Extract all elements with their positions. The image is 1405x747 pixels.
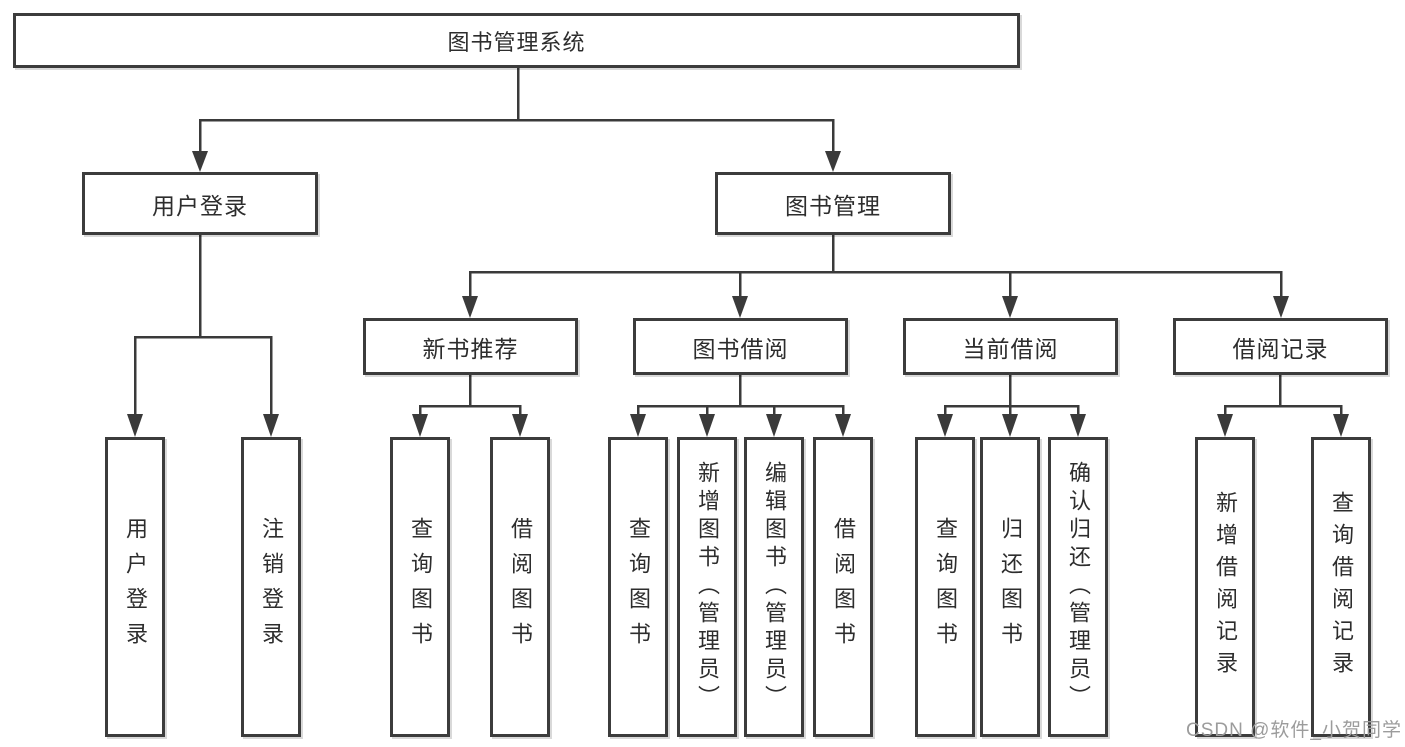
node-func-borrow-books-recommend: 借阅图书 — [490, 437, 550, 737]
node-label: 新书推荐 — [422, 335, 519, 362]
node-label: 借阅记录 — [1232, 335, 1329, 362]
node-user-login: 用户登录 — [82, 172, 318, 235]
node-label: 图书借阅 — [692, 335, 789, 362]
csdn-watermark: CSDN @软件_小贺同学 — [1186, 720, 1402, 741]
node-func-confirm-return-admin: 确认归还（管理员） — [1048, 437, 1108, 737]
node-borrow-record: 借阅记录 — [1173, 318, 1388, 375]
node-func-edit-books-admin: 编辑图书（管理员） — [744, 437, 804, 737]
node-func-return-books: 归还图书 — [980, 437, 1040, 737]
node-func-logout: 注销登录 — [241, 437, 301, 737]
node-label: 图书管理系统 — [447, 29, 586, 55]
node-func-borrow-books: 借阅图书 — [813, 437, 873, 737]
node-system-root: 图书管理系统 — [13, 13, 1020, 68]
node-label: 当前借阅 — [962, 335, 1059, 362]
node-func-add-books-admin: 新增图书（管理员） — [677, 437, 737, 737]
node-func-query-books-recommend: 查询图书 — [390, 437, 450, 737]
node-new-book-recommend: 新书推荐 — [363, 318, 578, 375]
node-func-query-books-current: 查询图书 — [915, 437, 975, 737]
node-func-query-borrow-record: 查询借阅记录 — [1311, 437, 1371, 737]
arrowheads — [127, 151, 1349, 437]
node-func-add-borrow-record: 新增借阅记录 — [1195, 437, 1255, 737]
node-label: 用户登录 — [152, 192, 248, 219]
node-label: 图书管理 — [785, 192, 881, 219]
node-func-user-login: 用户登录 — [105, 437, 165, 737]
node-func-query-books-borrow: 查询图书 — [608, 437, 668, 737]
node-book-borrow: 图书借阅 — [633, 318, 848, 375]
node-book-management: 图书管理 — [715, 172, 951, 235]
node-current-borrow: 当前借阅 — [903, 318, 1118, 375]
